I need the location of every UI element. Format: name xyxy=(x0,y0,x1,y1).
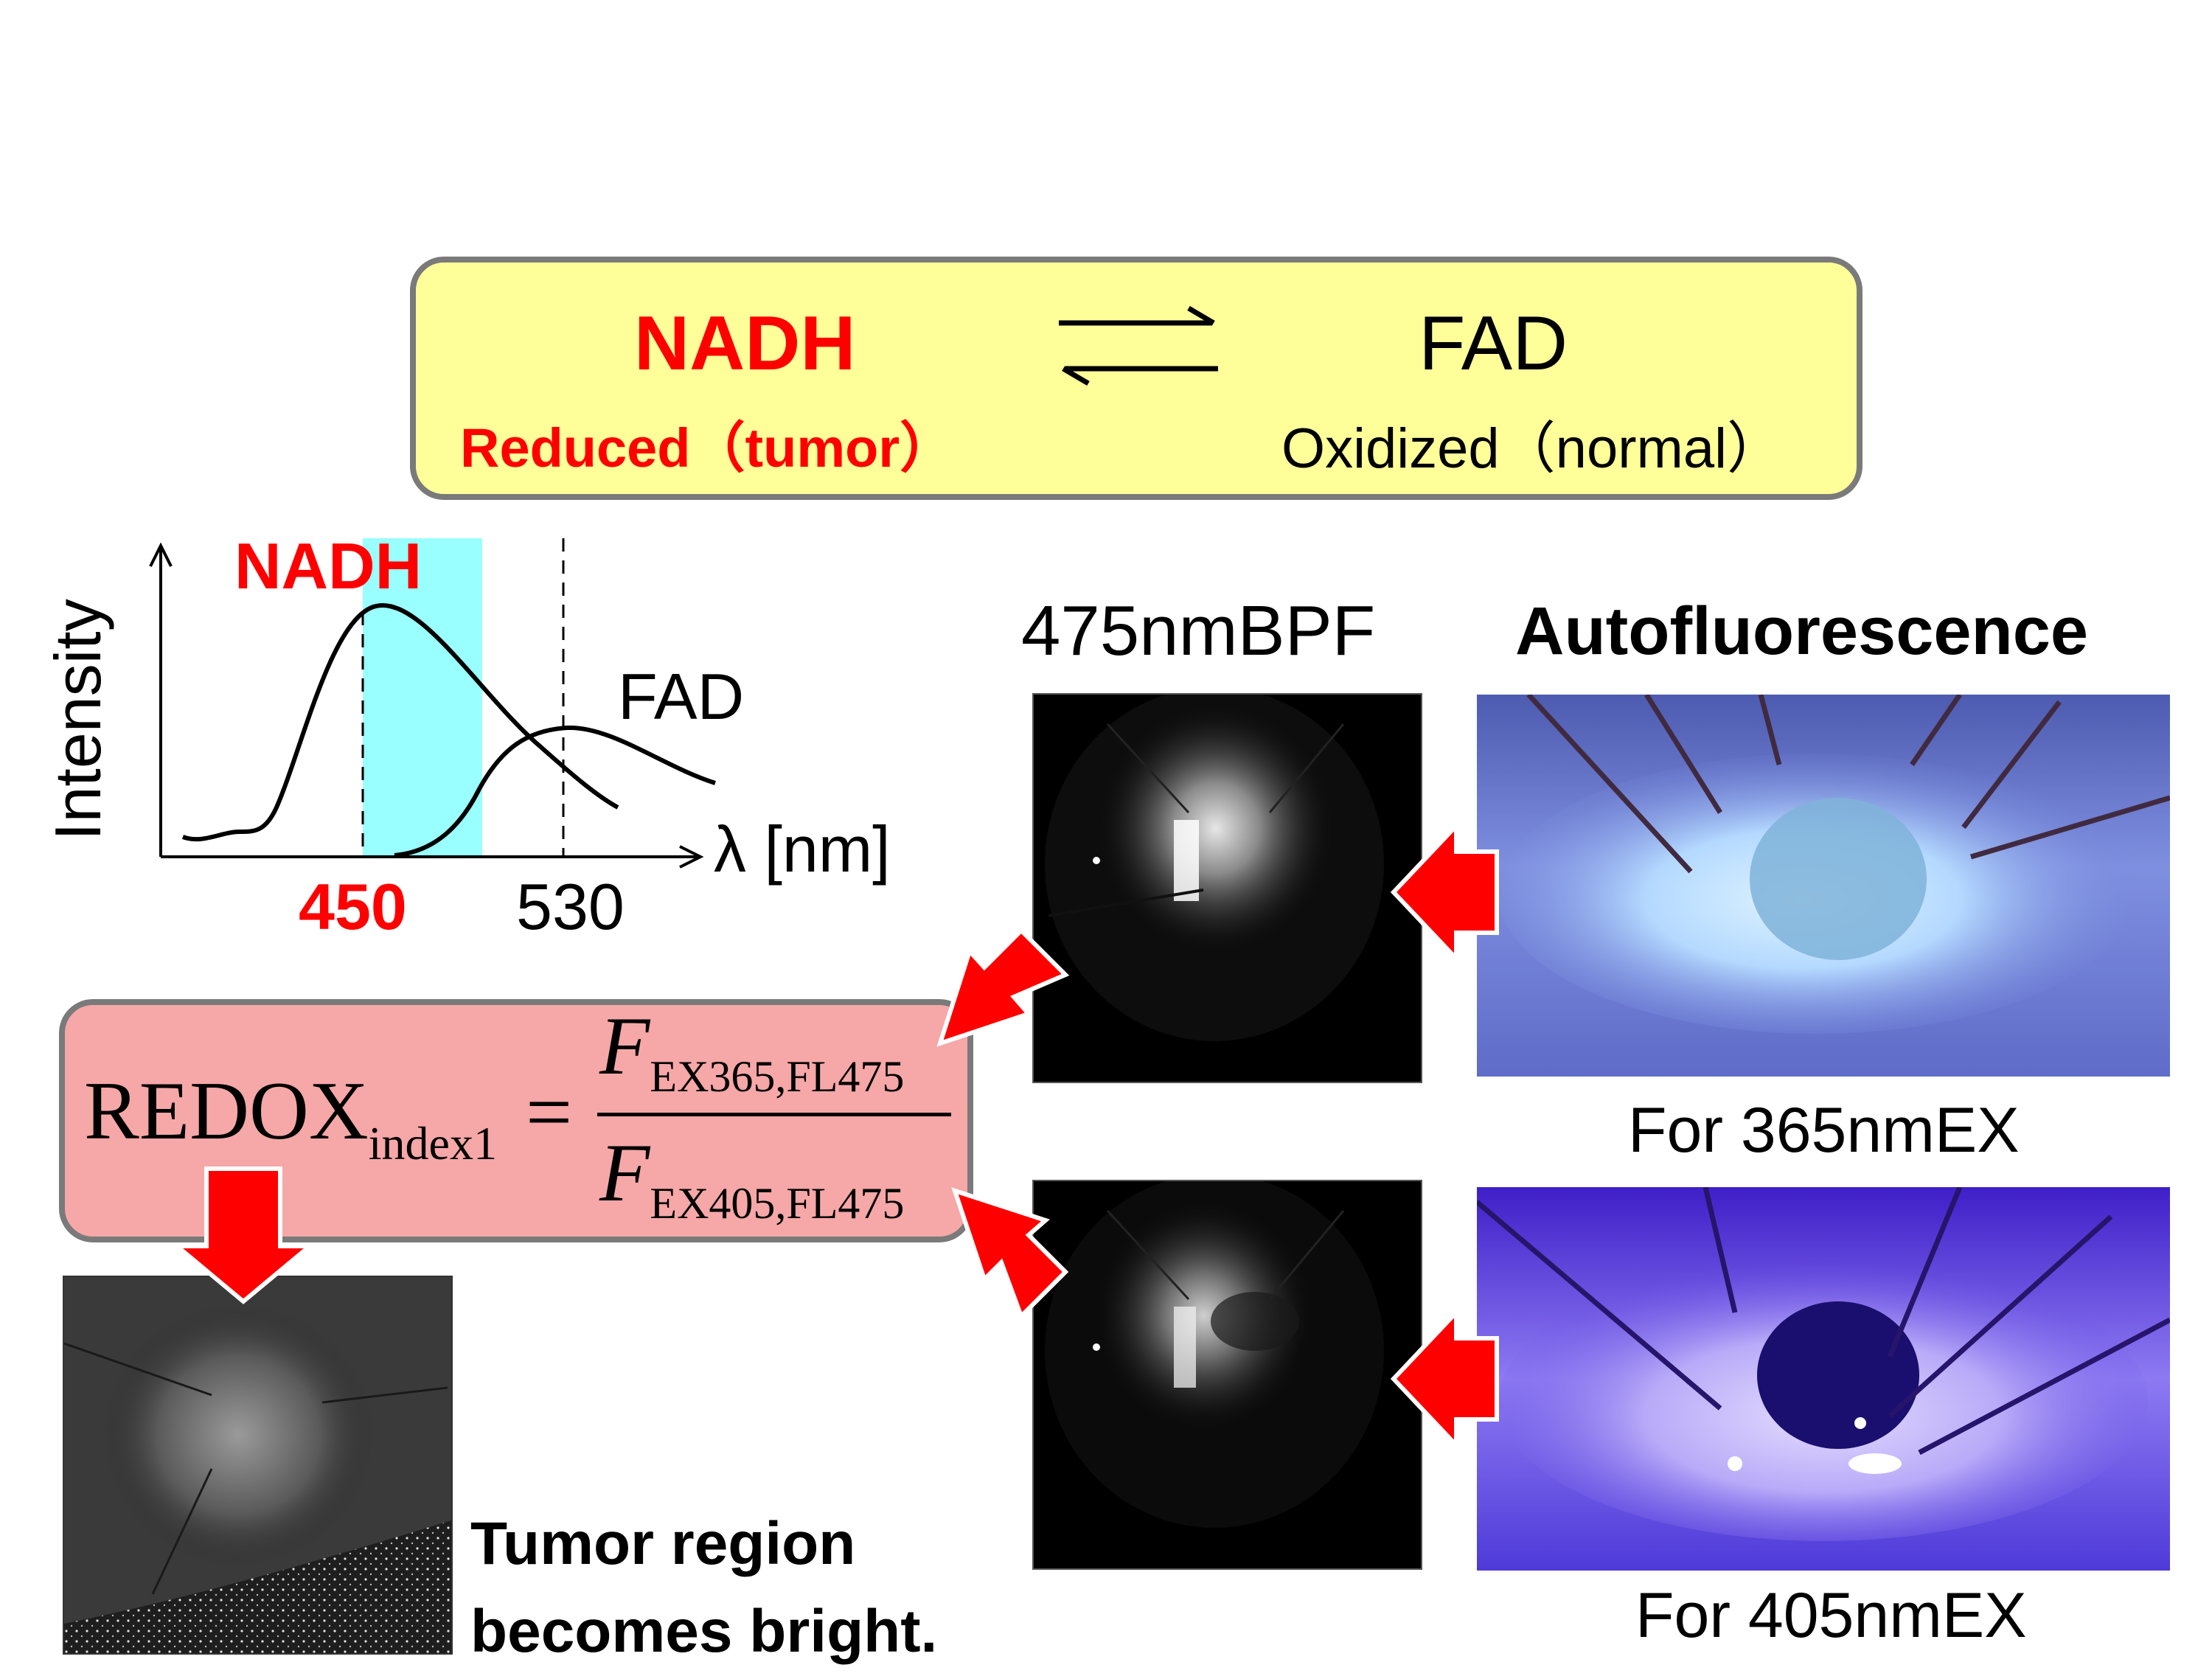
nadh-peak-label: NADH xyxy=(234,529,422,602)
formula-fraction-bar xyxy=(597,1113,951,1116)
filtered-image-365 xyxy=(1032,693,1422,1083)
formula-denominator: FEX405,FL475 xyxy=(599,1132,904,1225)
y-axis-label: Intensity xyxy=(41,599,114,841)
result-line-2: becomes bright. xyxy=(470,1597,938,1665)
result-text: Tumor region becomes bright. xyxy=(470,1501,937,1676)
emission-spectrum-plot: NADH FAD 450 530 λ [nm] Intensity xyxy=(41,529,891,943)
reduced-tumor-label: Reduced（tumor） xyxy=(460,417,955,479)
formula-denominator-var: F xyxy=(599,1127,650,1219)
redox-formula-box: REDOXindex1 = FEX365,FL475 FEX405,FL475 xyxy=(59,999,973,1242)
redox-index-image xyxy=(63,1276,453,1655)
oxidized-normal-label: Oxidized（normal） xyxy=(1281,417,1783,480)
oxidized-species-label: FAD xyxy=(1419,301,1568,386)
formula-denominator-subscript: EX405,FL475 xyxy=(650,1179,905,1228)
formula-numerator-subscript: EX365,FL475 xyxy=(650,1052,905,1101)
tick-530-label: 530 xyxy=(516,870,625,943)
ex365-caption: For 365nmEX xyxy=(1628,1095,2020,1166)
ex405-caption: For 405nmEX xyxy=(1635,1580,2027,1651)
x-axis-label: λ [nm] xyxy=(714,813,891,886)
formula-numerator: FEX365,FL475 xyxy=(599,1005,904,1099)
formula-numerator-var: F xyxy=(599,1001,650,1092)
fad-emission-curve xyxy=(394,725,716,858)
filtered-image-405 xyxy=(1032,1180,1422,1570)
equilibrium-arrows-icon xyxy=(1059,305,1218,386)
formula-lhs: REDOXindex1 xyxy=(84,1070,497,1167)
formula-lhs-subscript: index1 xyxy=(368,1117,497,1169)
tick-450-label: 450 xyxy=(299,870,407,943)
formula-lhs-main: REDOX xyxy=(84,1065,369,1157)
autofluorescence-title: Autofluorescence xyxy=(1515,594,2089,669)
reduced-species-label: NADH xyxy=(634,301,856,386)
formula-equals: = xyxy=(526,1067,573,1158)
result-line-1: Tumor region xyxy=(470,1510,856,1577)
reaction-box: NADH FAD Reduced（tumor） Oxidized（normal） xyxy=(410,257,1863,500)
fad-peak-label: FAD xyxy=(618,660,744,733)
filter-band xyxy=(363,538,482,634)
x-axis-arrow-icon xyxy=(679,845,704,869)
y-axis-arrow-icon xyxy=(149,542,173,567)
nadh-emission-curve xyxy=(181,602,619,842)
filter-label: 475nmBPF xyxy=(1021,591,1376,670)
autofluorescence-photo-405 xyxy=(1477,1187,2170,1571)
autofluorescence-photo-365 xyxy=(1477,695,2170,1077)
